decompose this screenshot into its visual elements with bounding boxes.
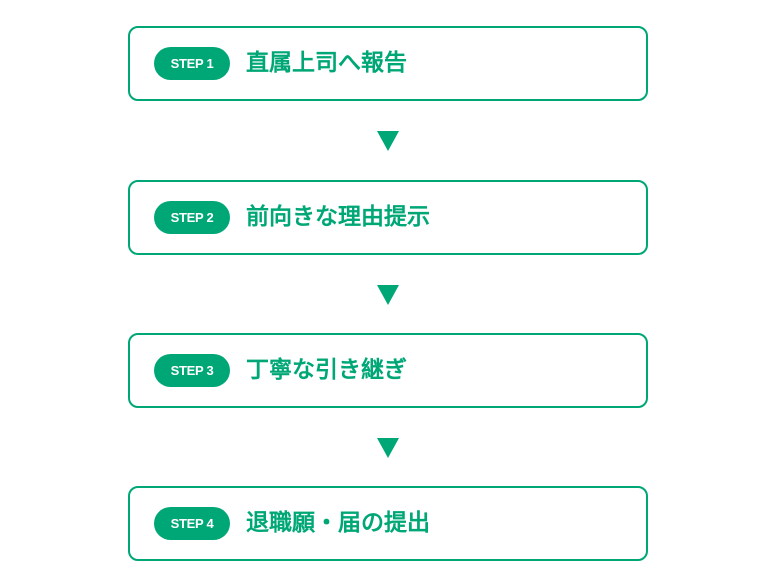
step-3-box: STEP 3 丁寧な引き継ぎ — [128, 333, 648, 408]
step-title: 直属上司へ報告 — [246, 50, 407, 76]
step-badge: STEP 3 — [154, 354, 230, 387]
step-title: 退職願・届の提出 — [246, 510, 430, 536]
down-arrow-icon — [377, 438, 399, 458]
down-arrow-icon — [377, 131, 399, 151]
step-4-box: STEP 4 退職願・届の提出 — [128, 486, 648, 561]
step-badge: STEP 1 — [154, 47, 230, 80]
step-badge: STEP 4 — [154, 507, 230, 540]
step-title: 前向きな理由提示 — [246, 204, 430, 230]
step-1-box: STEP 1 直属上司へ報告 — [128, 26, 648, 101]
down-arrow-icon — [377, 285, 399, 305]
step-2-box: STEP 2 前向きな理由提示 — [128, 180, 648, 255]
step-badge: STEP 2 — [154, 201, 230, 234]
step-title: 丁寧な引き継ぎ — [246, 357, 407, 383]
